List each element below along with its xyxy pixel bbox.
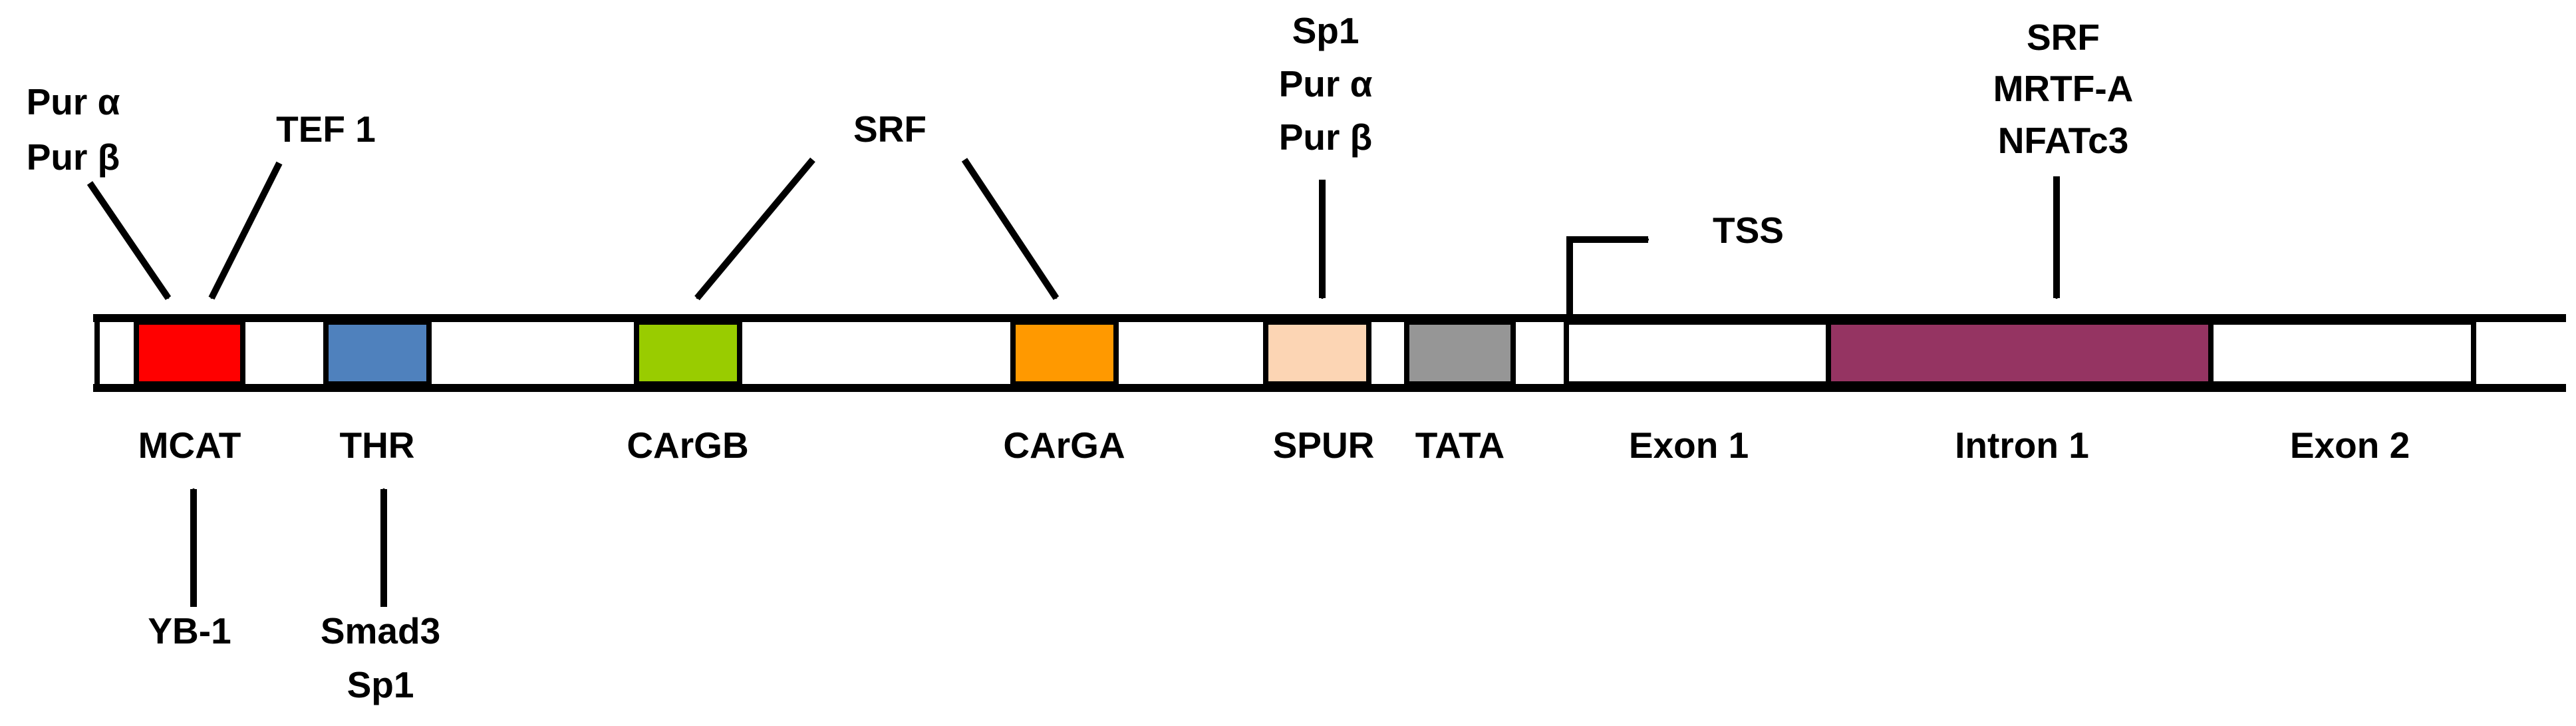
- spur-label: SPUR: [1273, 425, 1375, 466]
- intron1-label: Intron 1: [1955, 425, 2089, 466]
- tef1-to-mcat-arrow: [208, 161, 283, 298]
- sp1-spur-label: Sp1: [1292, 10, 1360, 51]
- cargb-label: CArGB: [627, 425, 748, 466]
- exon2-box: [2208, 319, 2476, 387]
- smad3-label: Smad3: [321, 610, 440, 651]
- srf-to-cargb-arrow: [694, 157, 815, 301]
- tss-arrow: [1566, 236, 1648, 318]
- tef1-label: TEF 1: [276, 108, 376, 150]
- srf-to-carga-arrow: [961, 158, 1060, 300]
- thr-box: [323, 319, 432, 387]
- mcat-label: MCAT: [138, 425, 241, 466]
- exon2-label: Exon 2: [2290, 425, 2410, 466]
- pur-beta-label: Pur β: [27, 136, 120, 178]
- pur-beta-spur-label: Pur β: [1279, 116, 1373, 158]
- spur-box: [1263, 319, 1371, 387]
- mcat-box: [134, 319, 245, 387]
- tss-label: TSS: [1713, 210, 1784, 251]
- exon1-label: Exon 1: [1629, 425, 1749, 466]
- tata-label: TATA: [1415, 425, 1504, 466]
- srf-intron-label: SRF: [2027, 17, 2100, 58]
- exon1-box: [1564, 319, 1831, 387]
- sp1-thr-label: Sp1: [347, 664, 414, 705]
- intron1-box: [1826, 319, 2214, 387]
- srf-cargs-label: SRF: [853, 108, 927, 150]
- pur-alpha-spur-label: Pur α: [1279, 63, 1373, 104]
- mrtfa-label: MRTF-A: [1993, 68, 2134, 109]
- carga-label: CArGA: [1003, 425, 1125, 466]
- nfatc3-label: NFATc3: [1998, 120, 2129, 161]
- pur-alpha-label: Pur α: [27, 81, 120, 122]
- carga-box: [1010, 319, 1119, 387]
- pur-to-mcat-arrow: [86, 181, 172, 300]
- cargb-box: [634, 319, 742, 387]
- tata-box: [1404, 319, 1516, 387]
- thr-label: THR: [339, 425, 414, 466]
- yb1-label: YB-1: [148, 610, 231, 651]
